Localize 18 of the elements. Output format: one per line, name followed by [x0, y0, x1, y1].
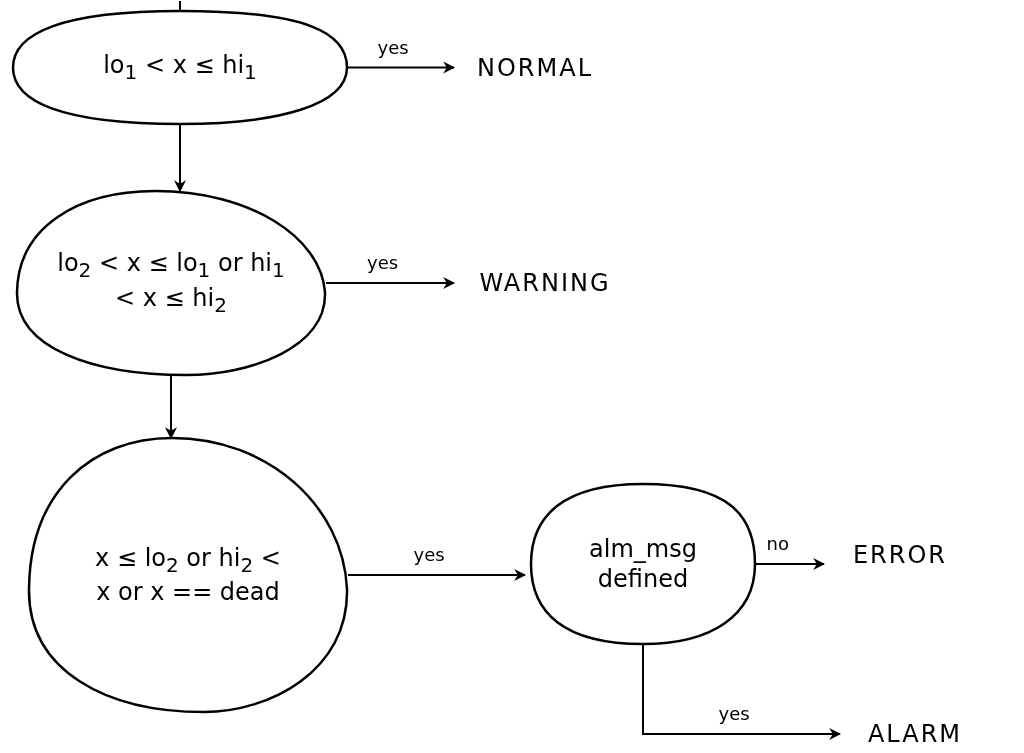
decision-ellipse [27, 437, 349, 713]
condition-text: x ≤ lo$_{2}$ or hi$_{2}$ < x or x == dead [95, 543, 281, 607]
outcome-text: WARNING [479, 268, 611, 298]
outcome-text: NORMAL [477, 53, 593, 83]
condition-text: lo$_{2}$ < x ≤ lo$_{1}$ or hi$_{1}$ < x ≤ hi$_{2}$ [57, 249, 285, 312]
connector-line [179, 0, 181, 12]
outcome-text: ERROR [852, 540, 948, 570]
arrow [165, 374, 177, 440]
arrow [325, 277, 456, 289]
arrow [754, 558, 826, 570]
condition-text: lo$_{1}$ < x ≤ hi$_{1}$ [103, 51, 257, 80]
arrow [347, 569, 527, 581]
condition-text: alm_msg defined [589, 535, 697, 593]
arrow [642, 643, 842, 740]
outcome-text: ALARM [867, 719, 963, 749]
decision-ellipse [15, 190, 327, 376]
arrow [346, 61, 456, 74]
arrow [174, 123, 186, 193]
